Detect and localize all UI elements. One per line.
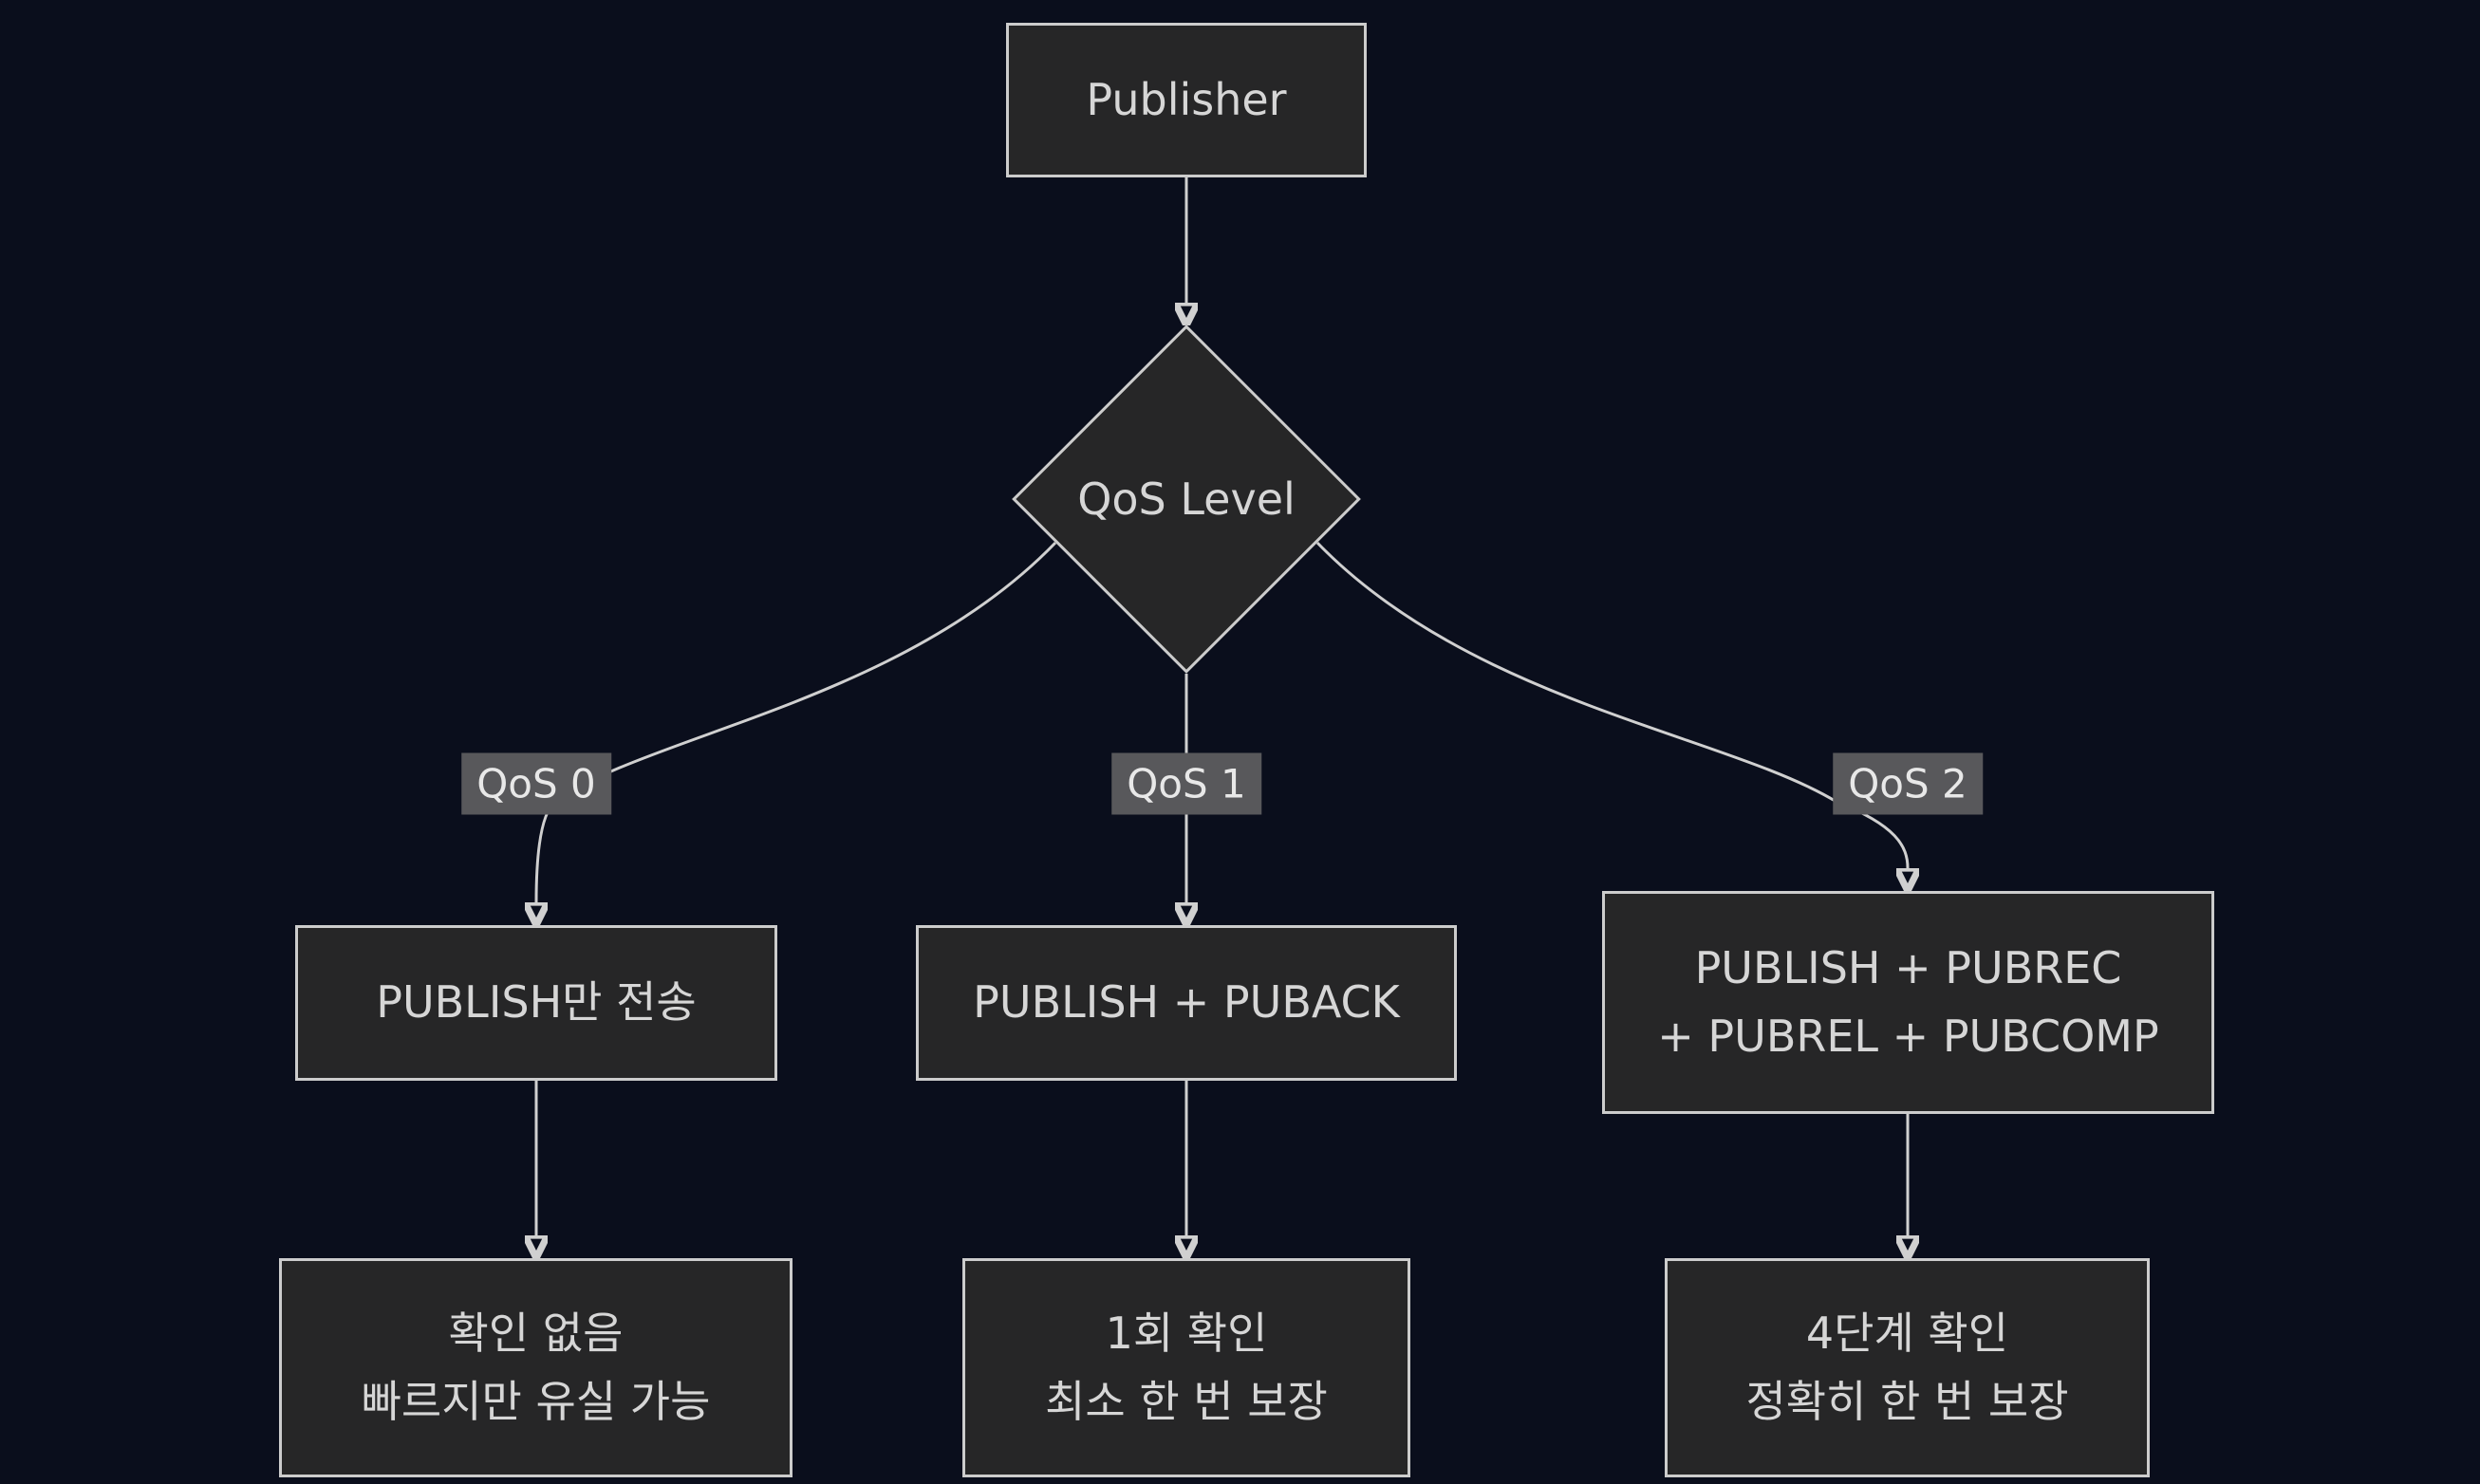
node-qos0-action: PUBLISH만 전송 [295, 925, 777, 1081]
edge-qos-level-to-qos0 [536, 541, 1057, 902]
node-qos1-action: PUBLISH + PUBACK [916, 925, 1457, 1081]
node-qos0-result-label: 확인 없음 빠르지만 유실 가능 [361, 1308, 711, 1427]
edge-label-qos1: QoS 1 [1111, 752, 1261, 815]
node-qos2-result: 4단계 확인 정확히 한 번 보장 [1665, 1258, 2150, 1477]
node-qos0-action-label: PUBLISH만 전송 [376, 976, 697, 1029]
node-qos2-action-label: PUBLISH + PUBREC + PUBREL + PUBCOMP [1657, 942, 2159, 1062]
edge-label-qos0: QoS 0 [461, 752, 611, 815]
node-qos2-action: PUBLISH + PUBREC + PUBREL + PUBCOMP [1602, 891, 2214, 1114]
edge-qos-level-to-qos2 [1315, 541, 1908, 868]
node-qos2-result-label: 4단계 확인 정확히 한 번 보장 [1745, 1308, 2069, 1427]
node-qos0-result: 확인 없음 빠르지만 유실 가능 [279, 1258, 792, 1477]
node-publisher-label: Publisher [1086, 73, 1287, 125]
node-qos1-result: 1회 확인 최소 한 번 보장 [962, 1258, 1410, 1477]
node-qos1-result-label: 1회 확인 최소 한 번 보장 [1045, 1308, 1328, 1427]
node-qos1-action-label: PUBLISH + PUBACK [973, 976, 1400, 1029]
node-publisher: Publisher [1006, 23, 1367, 177]
edge-label-qos2: QoS 2 [1833, 752, 1983, 815]
node-qos-level-label: QoS Level [1077, 473, 1296, 525]
